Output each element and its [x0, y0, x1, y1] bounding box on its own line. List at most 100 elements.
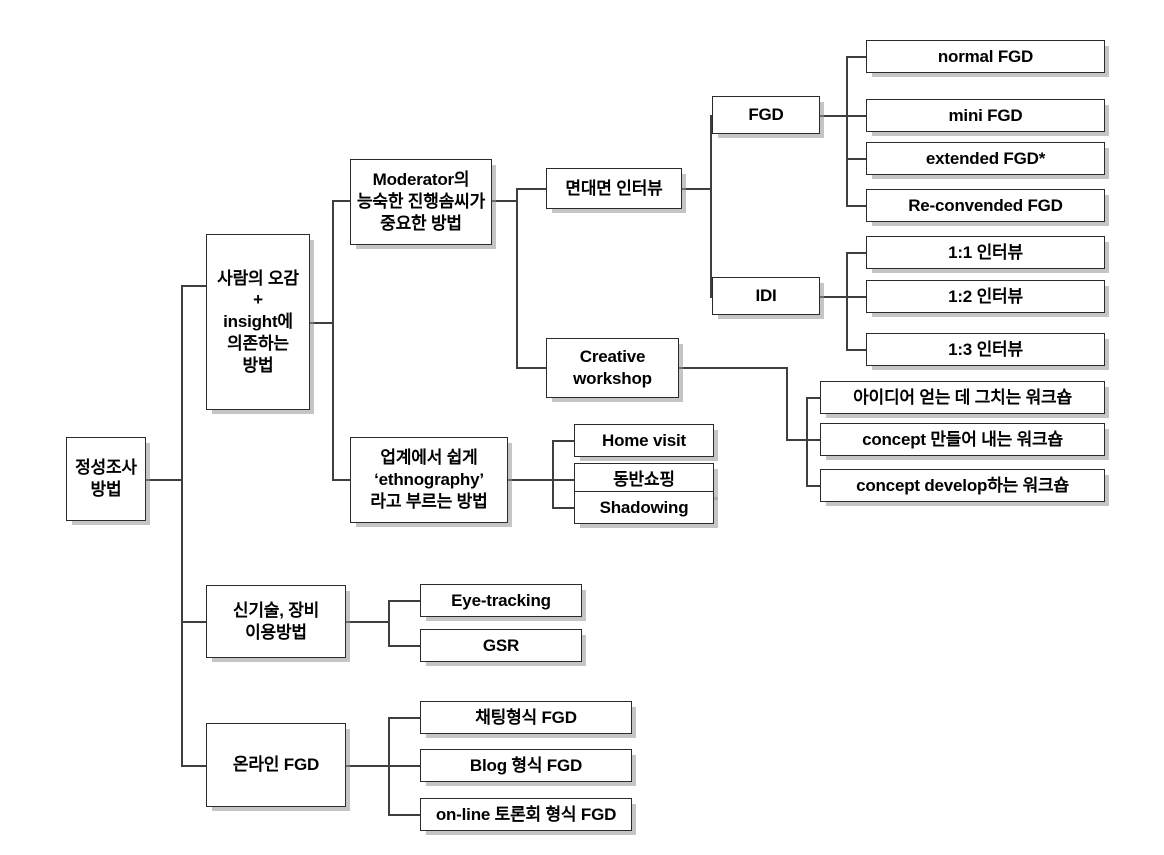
connector-ethno-child-2 — [552, 507, 574, 509]
connector-ethno-child-0 — [552, 440, 574, 442]
connector-fgd-bus — [846, 56, 848, 205]
node-fgd-child-3[interactable]: Re-convended FGD — [866, 189, 1105, 222]
connector-workshop-in — [786, 439, 808, 441]
node-ethnography-method-label: 업계에서 쉽게 ‘ethnography’ 라고 부르는 방법 — [370, 448, 488, 511]
node-ethno-child-0-label: Home visit — [602, 430, 686, 450]
connector-root-bus — [181, 285, 183, 766]
connector-ethno-child-1 — [552, 479, 574, 481]
node-ethno-child-0[interactable]: Home visit — [574, 424, 714, 457]
node-online-child-2[interactable]: on-line 토론회 형식 FGD — [420, 798, 632, 831]
connector-fgd-child-2 — [846, 158, 866, 160]
connector-f2f-out — [682, 188, 712, 190]
node-root-label: 정성조사 방법 — [75, 458, 137, 499]
node-tech-child-1-label: GSR — [482, 635, 520, 655]
connector-workshop-child-0 — [806, 397, 822, 399]
node-moderator-method-label: Moderator의 능숙한 진행솜씨가 중요한 방법 — [356, 170, 486, 233]
node-tech-child-1[interactable]: GSR — [420, 629, 582, 662]
node-idi-child-2-label: 1:3 인터뷰 — [948, 339, 1023, 359]
node-idi-child-1-label: 1:2 인터뷰 — [948, 286, 1023, 306]
node-fgd-child-0-label: normal FGD — [937, 46, 1034, 66]
node-workshop-child-1[interactable]: concept 만들어 내는 워크숍 — [820, 423, 1105, 456]
connector-online-child-0 — [388, 717, 420, 719]
node-online-child-1[interactable]: Blog 형식 FGD — [420, 749, 632, 782]
node-online-fgd[interactable]: 온라인 FGD — [206, 723, 346, 807]
connector-workshop-bus — [806, 397, 808, 487]
connector-fgd-child-1 — [846, 115, 866, 117]
connector-insight-moderator — [332, 200, 350, 202]
connector-online-child-1 — [388, 765, 420, 767]
connector-ethno-out — [508, 479, 554, 481]
connector-idi-bus — [846, 252, 848, 350]
node-fgd-child-2-label: extended FGD* — [925, 148, 1046, 168]
node-workshop-child-1-label: concept 만들어 내는 워크숍 — [862, 429, 1063, 449]
connector-insight-bus — [332, 200, 334, 480]
node-idi-child-0[interactable]: 1:1 인터뷰 — [866, 236, 1105, 269]
node-tech-child-0-label: Eye-tracking — [451, 590, 551, 610]
node-idi-child-0-label: 1:1 인터뷰 — [948, 242, 1023, 262]
node-tech-child-0[interactable]: Eye-tracking — [420, 584, 582, 617]
connector-moderator-f2f — [516, 188, 546, 190]
connector-idi-child-1 — [846, 296, 866, 298]
connector-idi-child-2 — [846, 349, 866, 351]
node-root[interactable]: 정성조사 방법 — [66, 437, 146, 521]
node-ethno-child-1-label: 동반쇼핑 — [613, 469, 675, 489]
node-insight-method-label: 사람의 오감 + insight에 의존하는 방법 — [217, 268, 299, 375]
connector-fgd-child-3 — [846, 205, 866, 207]
node-workshop-child-0-label: 아이디어 얻는 데 그치는 워크숍 — [853, 387, 1072, 407]
node-ethno-child-2[interactable]: Shadowing — [574, 491, 714, 524]
node-insight-method[interactable]: 사람의 오감 + insight에 의존하는 방법 — [206, 234, 310, 410]
connector-tech-child-0 — [388, 600, 420, 602]
connector-tech-child-1 — [388, 645, 420, 647]
connector-moderator-workshop — [516, 367, 546, 369]
connector-fgd-child-0 — [846, 56, 866, 58]
connector-f2f-bus — [710, 115, 712, 298]
connector-tech-bus — [388, 600, 390, 647]
connector-insight-ethnography — [332, 479, 350, 481]
connector-workshop-drop — [786, 367, 788, 441]
node-idi-label: IDI — [755, 286, 777, 306]
node-face-to-face[interactable]: 면대면 인터뷰 — [546, 168, 682, 209]
node-workshop-child-2-label: concept develop하는 워크숍 — [856, 475, 1069, 495]
node-creative-workshop-label: Creative workshop — [573, 347, 652, 388]
connector-workshop-child-2 — [806, 485, 822, 487]
node-idi-child-1[interactable]: 1:2 인터뷰 — [866, 280, 1105, 313]
connector-workshop-out — [679, 367, 788, 369]
node-fgd-child-1[interactable]: mini FGD — [866, 99, 1105, 132]
node-tech-method[interactable]: 신기술, 장비 이용방법 — [206, 585, 346, 658]
connector-root-tech — [181, 621, 208, 623]
connector-root-insight — [181, 285, 208, 287]
connector-insight-out — [310, 322, 334, 324]
connector-ethno-bus — [552, 440, 554, 509]
node-ethno-child-1[interactable]: 동반쇼핑 — [574, 463, 714, 496]
node-fgd-child-3-label: Re-convended FGD — [908, 195, 1063, 215]
node-fgd-label: FGD — [748, 105, 784, 125]
node-ethnography-method[interactable]: 업계에서 쉽게 ‘ethnography’ 라고 부르는 방법 — [350, 437, 508, 523]
connector-root-online — [181, 765, 208, 767]
node-idi[interactable]: IDI — [712, 277, 820, 315]
node-workshop-child-0[interactable]: 아이디어 얻는 데 그치는 워크숍 — [820, 381, 1105, 414]
connector-tech-out — [346, 621, 390, 623]
connector-root-out — [145, 479, 183, 481]
connector-workshop-child-1 — [806, 439, 822, 441]
node-online-child-1-label: Blog 형식 FGD — [469, 755, 583, 775]
node-fgd[interactable]: FGD — [712, 96, 820, 134]
node-online-child-0[interactable]: 채팅형식 FGD — [420, 701, 632, 734]
node-moderator-method[interactable]: Moderator의 능숙한 진행솜씨가 중요한 방법 — [350, 159, 492, 245]
node-online-child-2-label: on-line 토론회 형식 FGD — [435, 804, 617, 824]
node-workshop-child-2[interactable]: concept develop하는 워크숍 — [820, 469, 1105, 502]
connector-moderator-bus — [516, 188, 518, 368]
node-fgd-child-0[interactable]: normal FGD — [866, 40, 1105, 73]
connector-idi-child-0 — [846, 252, 866, 254]
node-face-to-face-label: 면대면 인터뷰 — [565, 178, 663, 198]
node-fgd-child-1-label: mini FGD — [948, 105, 1023, 125]
node-online-child-0-label: 채팅형식 FGD — [475, 707, 577, 727]
node-creative-workshop[interactable]: Creative workshop — [546, 338, 679, 398]
node-online-fgd-label: 온라인 FGD — [232, 755, 320, 775]
connector-fgd-out — [820, 115, 848, 117]
connector-online-out — [346, 765, 390, 767]
node-fgd-child-2[interactable]: extended FGD* — [866, 142, 1105, 175]
connector-online-child-2 — [388, 814, 420, 816]
connector-idi-out — [820, 296, 848, 298]
node-idi-child-2[interactable]: 1:3 인터뷰 — [866, 333, 1105, 366]
